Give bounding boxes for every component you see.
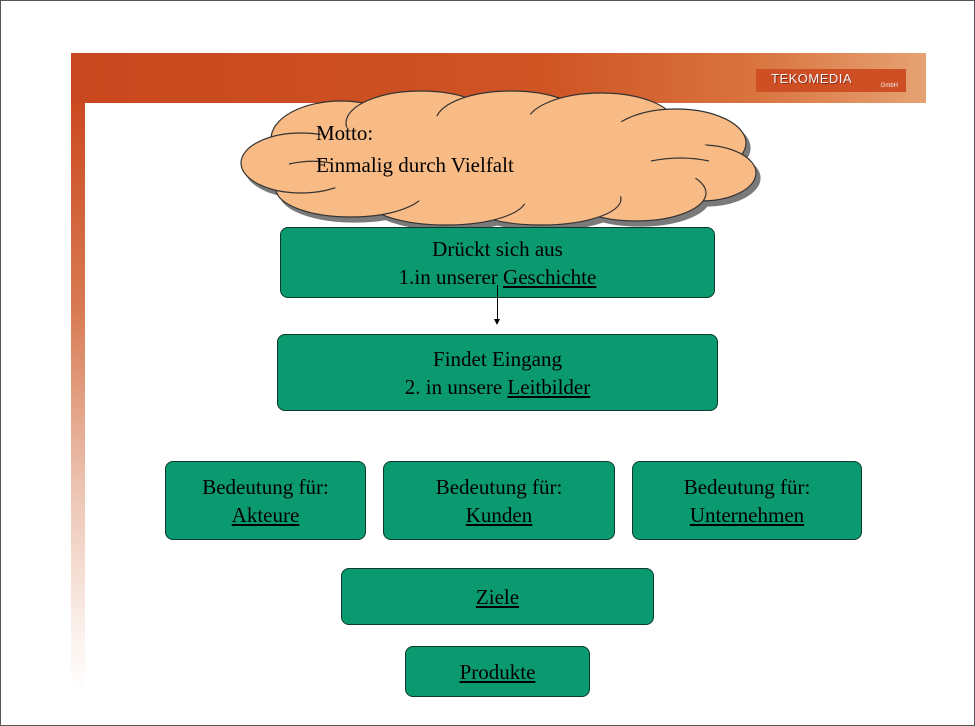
mission-prefix: 2. in unsere — [404, 374, 508, 399]
logo-text: TEKOMEDIA — [771, 71, 853, 86]
meaning-box-customers: Bedeutung für: Kunden — [383, 461, 615, 540]
history-link[interactable]: Geschichte — [503, 264, 597, 289]
mission-line: 2. in unsere Leitbilder — [405, 373, 590, 401]
arrow-down-icon — [494, 319, 500, 325]
mission-heading: Findet Eingang — [433, 346, 562, 371]
goals-link[interactable]: Ziele — [475, 584, 520, 609]
history-line: 1.in unserer Geschichte — [399, 263, 597, 291]
goals-box: Ziele — [341, 568, 654, 625]
mission-link[interactable]: Leitbilder — [507, 374, 591, 399]
products-box: Produkte — [405, 646, 590, 697]
logo-subtext: GmbH — [880, 83, 898, 89]
left-band — [71, 103, 85, 693]
meaning-label: Bedeutung für: — [435, 474, 563, 499]
tekomedia-logo: TEKOMEDIA GmbH — [756, 69, 906, 92]
products-link[interactable]: Produkte — [459, 659, 536, 684]
company-link[interactable]: Unternehmen — [689, 502, 805, 527]
meaning-label: Bedeutung für: — [683, 474, 811, 499]
mission-box: Findet Eingang 2. in unsere Leitbilder — [277, 334, 718, 411]
motto-text: Motto: Einmalig durch Vielfalt — [316, 117, 646, 181]
history-prefix: 1.in unserer — [398, 264, 504, 289]
history-heading: Drückt sich aus — [432, 236, 563, 261]
meaning-box-actors: Bedeutung für: Akteure — [165, 461, 366, 540]
motto-slogan: Einmalig durch Vielfalt — [316, 153, 514, 177]
meaning-label: Bedeutung für: — [202, 474, 329, 499]
actors-link[interactable]: Akteure — [231, 502, 300, 527]
motto-title: Motto: — [316, 121, 374, 145]
motto-cloud — [240, 90, 757, 226]
customers-link[interactable]: Kunden — [465, 502, 533, 527]
history-box: Drückt sich aus 1.in unserer Geschichte — [280, 227, 715, 298]
meaning-box-company: Bedeutung für: Unternehmen — [632, 461, 862, 540]
connector-line — [497, 285, 498, 321]
